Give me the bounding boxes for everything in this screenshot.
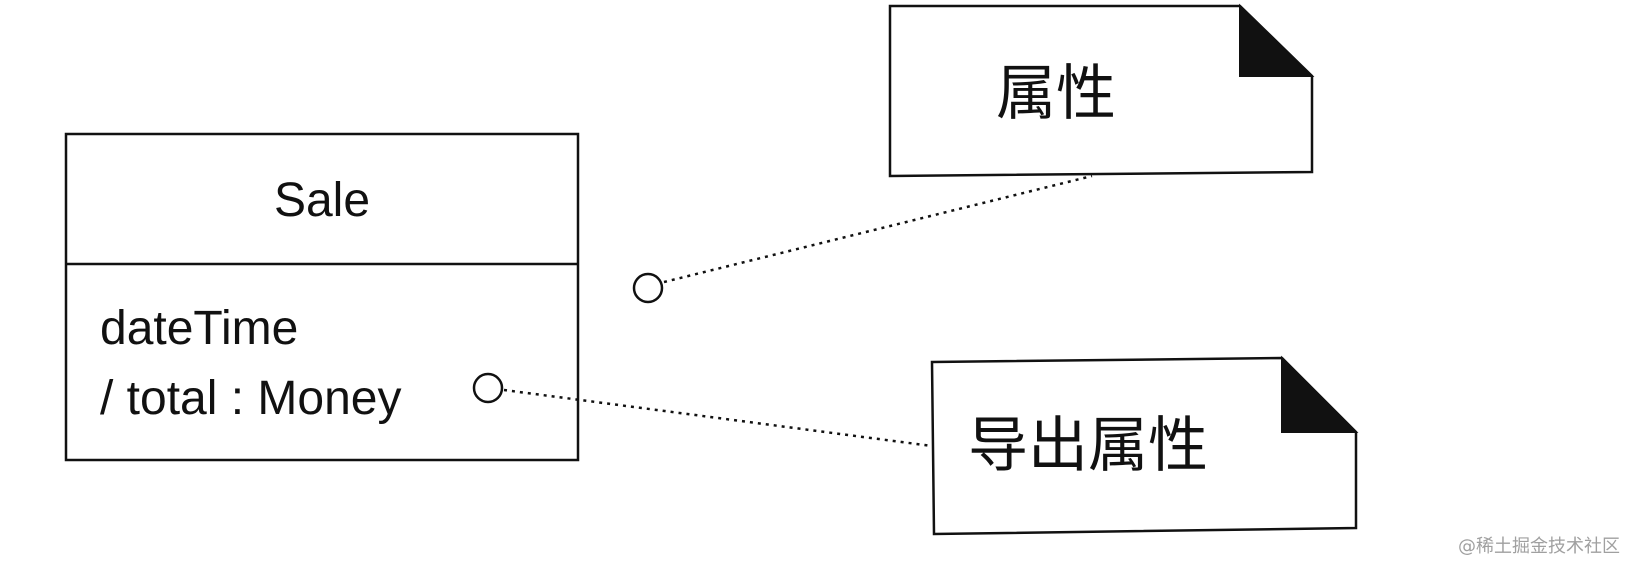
attribute-note-fold-corner [1239,3,1315,77]
derived-attribute-note-fold-corner [1281,355,1359,433]
derived-attribute-note: 导出属性 [930,355,1359,536]
attribute-connector [632,174,1093,304]
class-box-border [64,132,580,462]
watermark-text: @稀土掘金技术社区 [1458,536,1620,557]
derived-attribute-connector [472,372,933,448]
class-name: Sale [274,174,370,227]
attribute-datetime: dateTime [100,302,298,355]
derived-attribute-note-label: 导出属性 [968,411,1208,481]
attribute-connector-line [663,174,1093,284]
attribute-total: / total : Money [100,372,401,425]
derived-attribute-anchor-circle [472,372,504,404]
attribute-anchor-circle [632,272,664,304]
class-box: Sale dateTime / total : Money [64,132,580,462]
attribute-note: 属性 [888,3,1315,178]
attribute-note-body [888,4,1314,178]
derived-attribute-note-body [930,356,1358,536]
attribute-note-label: 属性 [996,59,1116,129]
